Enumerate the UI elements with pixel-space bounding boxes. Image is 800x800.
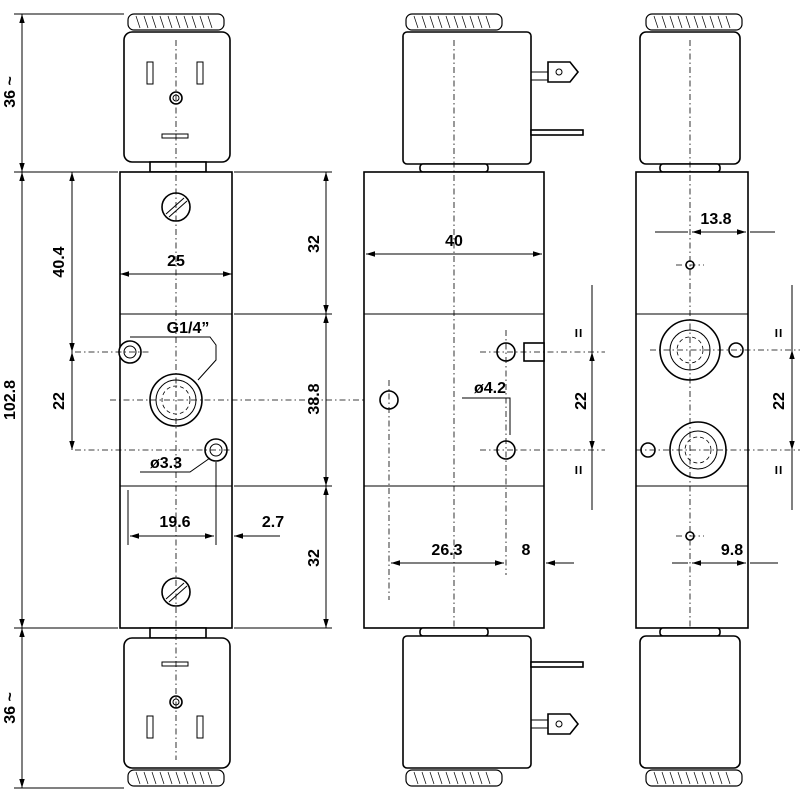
side-eq-bottom: =	[571, 465, 588, 474]
front-bottom-pin-ground	[161, 661, 189, 667]
front-dim-width: 25	[167, 253, 185, 270]
rear-dim-bottom: 9.8	[721, 542, 743, 559]
front-dim-thread: G1/4”	[167, 320, 210, 337]
side-bottom-knurl-nut	[405, 769, 503, 787]
front-dim-mid-block: 38.8	[306, 383, 323, 414]
front-view: 36 ~ 36 ~ 102.8 40.4 22 25 32 38.8 32 G1…	[2, 13, 385, 789]
side-dim-ports-pitch: 22	[573, 392, 590, 410]
front-bottom-knurl-nut	[127, 769, 225, 787]
front-dim-hole-offset: 2.7	[262, 514, 284, 531]
side-top-terminal	[547, 61, 580, 83]
rear-eq-bottom: =	[771, 465, 788, 474]
front-dim-lower-block: 32	[306, 549, 323, 567]
side-bottom-ground-tab	[530, 661, 584, 668]
rear-top-knurl-nut	[645, 13, 743, 31]
front-bottom-neck	[149, 627, 207, 639]
front-top-knurl-nut	[127, 13, 225, 31]
rear-view: 13.8 9.8 22 = =	[635, 13, 800, 787]
side-view: 40 ø4.2 22 = = 26.3 8	[363, 13, 605, 787]
front-dim-bottom-coil: 36 ~	[2, 692, 19, 724]
front-lower-override-screw	[161, 577, 191, 607]
side-top-knurl-nut	[405, 13, 503, 31]
rear-valve-body	[635, 171, 749, 629]
front-top-neck	[149, 161, 207, 173]
side-top-ground-tab	[530, 129, 584, 136]
front-dim-total: 102.8	[2, 380, 19, 420]
side-bottom-coil	[402, 635, 532, 769]
side-dim-hole-x: 26.3	[431, 542, 462, 559]
rear-dim-top: 13.8	[700, 211, 731, 228]
front-dim-ports-pitch: 22	[51, 392, 68, 410]
front-top-pin-ground	[161, 133, 189, 139]
front-dim-hole: ø3.3	[150, 455, 182, 472]
rear-bottom-coil	[639, 635, 741, 769]
front-bottom-pin-right	[196, 715, 204, 739]
rear-bottom-knurl-nut	[645, 769, 743, 787]
side-eq-top: =	[571, 328, 588, 337]
side-dim-hole-offset: 8	[522, 542, 531, 559]
rear-dim-ports-pitch: 22	[771, 392, 788, 410]
side-bottom-terminal	[547, 713, 580, 735]
front-dim-upper-block: 32	[306, 235, 323, 253]
front-top-pin-left	[146, 61, 154, 85]
front-bottom-pin-left	[146, 715, 154, 739]
rear-eq-top: =	[771, 328, 788, 337]
front-dim-hole-x: 19.6	[159, 514, 190, 531]
side-dim-width: 40	[445, 233, 463, 250]
front-dim-upper: 40.4	[51, 246, 68, 277]
side-top-coil	[402, 31, 532, 165]
front-top-pin-right	[196, 61, 204, 85]
side-dim-hole: ø4.2	[474, 380, 506, 397]
front-dim-top-coil: 36 ~	[2, 76, 19, 108]
